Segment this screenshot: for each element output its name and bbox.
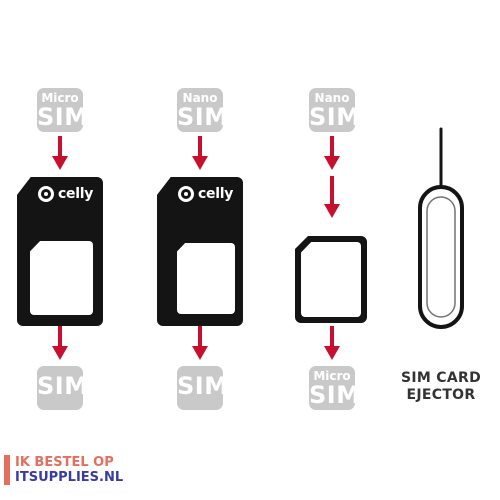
ejector-label-line1: SIM CARD [400,370,481,386]
micro-sim-adapter [17,177,103,326]
sim-ejector-pin-icon [418,127,464,329]
celly-ring-icon [178,186,194,202]
badge-big-label: SIM [309,381,361,409]
micro-to-nano-adapter [295,236,367,323]
badge-small-label: Micro [41,91,79,105]
adapter-card-slot [30,241,93,315]
adapter-card-slot [301,242,361,317]
sim-card-ejector-label: SIM CARD EJECTOR [396,370,486,404]
badge-small-label: Micro [313,369,351,383]
arrow-down-icon [52,326,68,360]
celly-wordmark: celly [198,186,234,202]
watermark-line1: IK BESTEL OP [15,455,114,470]
celly-logo: celly [178,186,233,202]
badge-small-label: Nano [182,91,218,105]
sim-bottom-badge: SIM [177,366,229,410]
arrow-down-icon [324,326,340,360]
arrow-down-icon [324,176,340,218]
arrow-down-icon [324,136,340,170]
nano-sim-top-badge: Nano SIM [309,88,361,132]
badge-big-label: SIM [37,103,89,131]
store-watermark: IK BESTEL OP ITSUPPLIES.NL [4,455,123,485]
arrow-down-icon [52,136,68,170]
micro-sim-top-badge: Micro SIM [37,88,89,132]
nano-sim-top-badge: Nano SIM [177,88,229,132]
nano-sim-adapter [157,177,243,326]
badge-small-label: Nano [314,91,350,105]
watermark-line2: ITSUPPLIES.NL [15,470,124,485]
adapter-card-slot [177,243,235,314]
celly-ring-icon [38,186,54,202]
arrow-down-icon [192,326,208,360]
celly-logo: celly [38,186,93,202]
badge-big-label: SIM [37,372,89,400]
badge-big-label: SIM [177,372,229,400]
ejector-label-line2: EJECTOR [406,387,476,403]
micro-sim-bottom-badge: Micro SIM [309,366,361,410]
badge-big-label: SIM [177,103,229,131]
badge-big-label: SIM [309,103,361,131]
watermark-accent-bar [4,455,10,485]
arrow-down-icon [192,136,208,170]
sim-bottom-badge: SIM [37,366,89,410]
celly-wordmark: celly [58,186,94,202]
